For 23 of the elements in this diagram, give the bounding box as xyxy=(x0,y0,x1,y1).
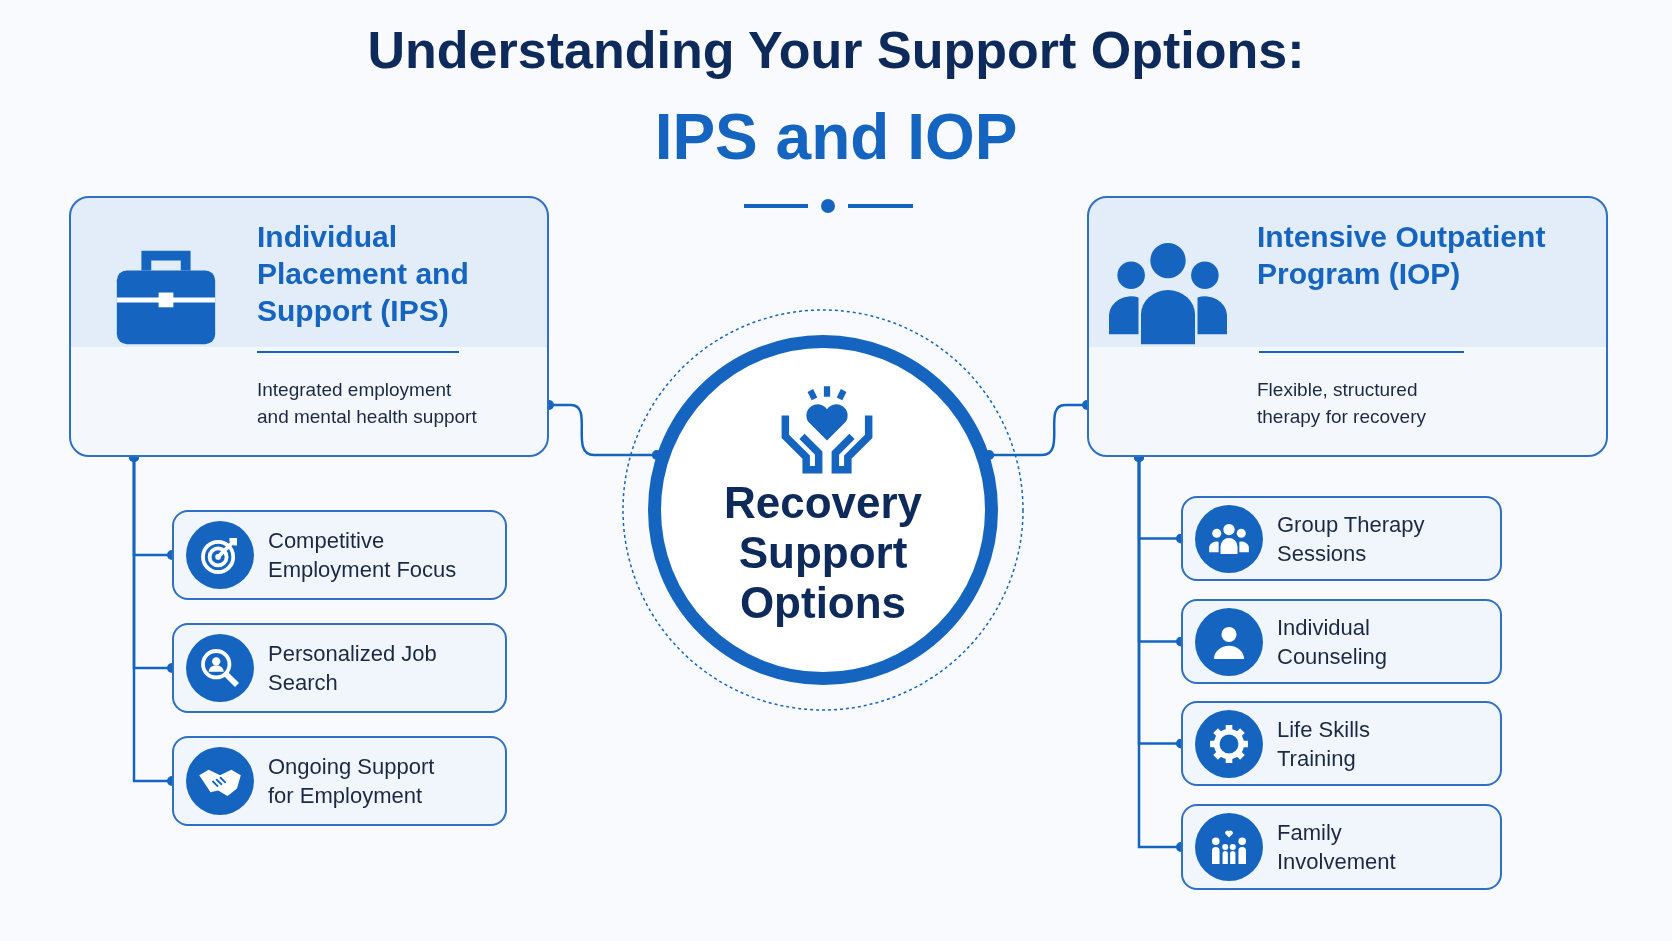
feature-label: Individual Counseling xyxy=(1277,613,1389,671)
feature-card xyxy=(1181,599,1502,684)
feature-label: Ongoing Support for Employment xyxy=(268,753,436,810)
title: Understanding Your Support Options: xyxy=(366,20,1306,80)
feature-card xyxy=(172,736,507,826)
feature-label: Personalized Job Search xyxy=(268,640,438,697)
subtitle: IPS and IOP xyxy=(653,100,1019,174)
card-title: Individual Placement and Support (IPS) xyxy=(257,219,470,329)
card-description: Flexible, structured therapy for recovery xyxy=(1257,378,1427,429)
feature-label: Life Skills Training xyxy=(1277,715,1371,773)
program-card xyxy=(69,196,549,457)
feature-card xyxy=(172,623,507,713)
feature-label: Family Involvement xyxy=(1277,819,1397,876)
program-card xyxy=(1087,196,1608,457)
feature-card xyxy=(1181,804,1502,890)
feature-card xyxy=(1181,496,1502,581)
feature-label: Competitive Employment Focus xyxy=(268,527,458,584)
feature-label: Group Therapy Sessions xyxy=(1277,510,1426,568)
feature-card xyxy=(1181,701,1502,786)
hub-title: Recovery Support Options xyxy=(722,478,924,628)
card-description: Integrated employment and mental health support xyxy=(257,378,478,429)
card-title: Intensive Outpatient Program (IOP) xyxy=(1257,219,1547,292)
feature-card xyxy=(172,510,507,600)
